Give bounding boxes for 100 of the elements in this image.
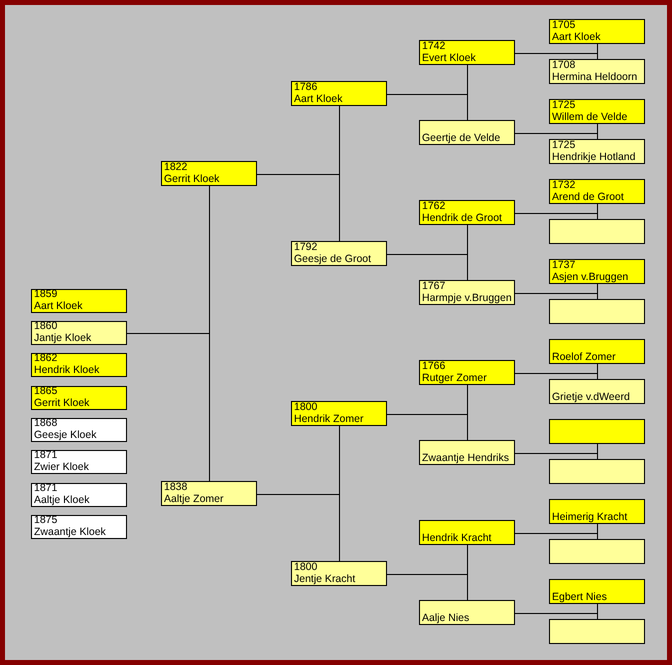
person-name: Hermina Heldoorn <box>552 72 638 83</box>
connector-line <box>514 533 598 540</box>
person-name: Gerrit Kloek <box>164 174 220 185</box>
birth-year: 1705 <box>552 20 576 32</box>
person-name: Asjen v.Bruggen <box>552 272 628 283</box>
person-box <box>549 339 645 364</box>
person-box <box>31 353 127 377</box>
person-box <box>549 219 645 244</box>
person-box <box>31 418 127 442</box>
person-box <box>549 139 645 164</box>
person-name: Hendrik Zomer <box>294 414 364 425</box>
connector-line <box>514 213 598 220</box>
person-name: Gerrit Kloek <box>34 398 90 409</box>
person-box <box>419 200 515 225</box>
person-name: Roelof Zomer <box>552 352 616 363</box>
birth-year: 1762 <box>422 201 446 212</box>
person-box <box>31 515 127 539</box>
birth-year: 1767 <box>422 281 446 292</box>
connector-line <box>514 133 598 140</box>
person-box <box>549 99 645 124</box>
person-name: Geesje Kloek <box>34 430 96 441</box>
birth-year: 1860 <box>34 321 58 332</box>
person-box <box>31 289 127 313</box>
person-name: Geertje de Velde <box>422 132 500 144</box>
person-box <box>31 483 127 507</box>
person-name: Jentje Kracht <box>294 574 356 585</box>
birth-year: 1732 <box>552 180 576 192</box>
birth-year: 1792 <box>294 242 318 254</box>
connector-line <box>514 53 598 60</box>
person-box <box>549 19 645 44</box>
person-box <box>549 459 645 484</box>
birth-year: 1800 <box>294 562 318 574</box>
person-box <box>549 59 645 84</box>
birth-year: 1875 <box>34 515 58 526</box>
connector-line <box>386 254 468 280</box>
connector-line <box>514 613 598 620</box>
person-name: Heimerig Kracht <box>552 512 628 523</box>
birth-year: 1708 <box>552 60 576 72</box>
person-box <box>419 360 515 385</box>
person-box <box>549 379 645 404</box>
person-name: Egbert Nies <box>552 592 607 603</box>
birth-year: 1766 <box>422 361 446 372</box>
person-name: Hendrik Kracht <box>422 532 492 544</box>
person-box <box>419 120 515 145</box>
person-box <box>549 619 645 644</box>
person-box <box>291 81 387 106</box>
person-name: Jantje Kloek <box>34 332 92 344</box>
person-box <box>549 579 645 604</box>
birth-year: 1871 <box>34 483 58 494</box>
person-name: Hendrik Kloek <box>34 364 100 376</box>
person-name: Aalje Nies <box>422 612 470 624</box>
birth-year: 1786 <box>294 82 318 94</box>
person-name: Hendrik de Groot <box>422 212 502 224</box>
person-name: Grietje v.dWeerd <box>552 392 630 403</box>
person-box <box>161 161 257 186</box>
person-box <box>31 321 127 345</box>
birth-year: 1800 <box>294 402 318 414</box>
person-box <box>419 600 515 625</box>
person-box <box>291 241 387 266</box>
person-box <box>549 299 645 324</box>
person-box <box>419 40 515 65</box>
person-name: Aart Kloek <box>294 94 342 105</box>
person-box <box>31 450 127 474</box>
person-name: Hendrikje Hotland <box>552 152 636 163</box>
birth-year: 1865 <box>34 386 58 398</box>
connector-line <box>386 574 468 600</box>
connector-line <box>514 453 598 460</box>
birth-year: 1822 <box>164 162 188 174</box>
person-name: Arend de Groot <box>552 192 624 203</box>
person-name: Evert Kloek <box>422 52 476 64</box>
birth-year: 1742 <box>422 41 446 52</box>
birth-year: 1871 <box>34 450 58 462</box>
person-name: Zwaantje Hendriks <box>422 452 509 464</box>
connector-line <box>514 293 598 300</box>
person-box <box>291 561 387 586</box>
person-box <box>291 401 387 426</box>
birth-year: 1859 <box>34 289 58 300</box>
birth-year: 1868 <box>34 418 58 430</box>
birth-year: 1725 <box>552 100 576 112</box>
person-name: Aaltje Zomer <box>164 494 224 505</box>
person-box <box>419 280 515 305</box>
connector-line <box>386 414 468 440</box>
person-box <box>419 440 515 465</box>
person-box <box>549 419 645 444</box>
person-name: Harmpje v.Bruggen <box>422 292 512 304</box>
person-box <box>549 539 645 564</box>
birth-year: 1737 <box>552 260 576 272</box>
person-name: Aart Kloek <box>552 32 600 43</box>
connector-line <box>386 94 468 120</box>
person-name: Aaltje Kloek <box>34 494 90 506</box>
person-box <box>549 179 645 204</box>
person-box <box>419 520 515 545</box>
birth-year: 1838 <box>164 482 188 494</box>
birth-year: 1862 <box>34 353 58 364</box>
connector-line <box>126 333 210 482</box>
person-name: Rutger Zomer <box>422 372 487 384</box>
person-name: Zwier Kloek <box>34 462 89 473</box>
connector-line <box>256 174 340 242</box>
person-name: Aart Kloek <box>34 300 82 312</box>
person-box <box>161 481 257 506</box>
